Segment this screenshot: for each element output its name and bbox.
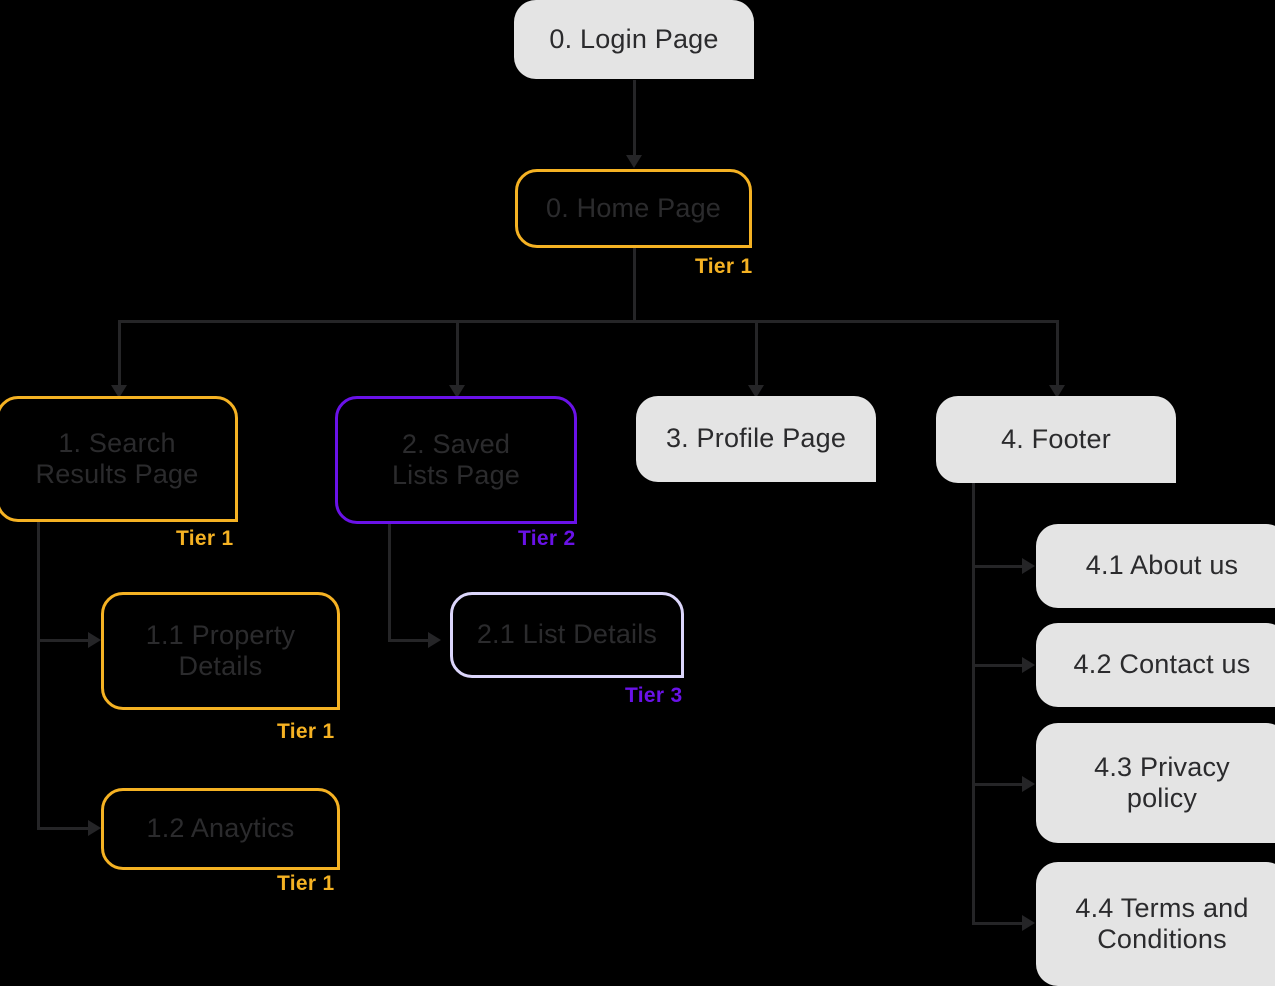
node-property-details[interactable]: 1.1 Property Details (101, 592, 340, 710)
tier-badge-saved-lists-page: Tier 2 (518, 527, 576, 550)
edge-bus-to-saved-lists (456, 320, 459, 388)
arrowhead-terms-conditions (1022, 915, 1035, 931)
tier-badge-property-details: Tier 1 (277, 720, 335, 743)
node-profile-page-label: 3. Profile Page (665, 423, 847, 454)
edge-bus-to-profile (755, 320, 758, 388)
node-about-us[interactable]: 4.1 About us (1036, 524, 1275, 608)
edge-footer-to-privacy-policy (972, 783, 1024, 786)
node-analytics-label: 1.2 Anaytics (146, 813, 295, 844)
edge-bus-to-footer (1056, 320, 1059, 388)
node-saved-lists-page[interactable]: 2. Saved Lists Page (335, 396, 577, 524)
node-privacy-policy[interactable]: 4.3 Privacy policy (1036, 723, 1275, 843)
node-footer[interactable]: 4. Footer (936, 396, 1176, 483)
arrowhead-list-details (428, 632, 441, 648)
arrowhead-search-results (111, 385, 127, 398)
arrowhead-privacy-policy (1022, 776, 1035, 792)
arrowhead-login-to-home (626, 155, 642, 168)
node-footer-label: 4. Footer (1001, 423, 1111, 454)
node-property-details-label: 1.1 Property Details (145, 619, 296, 681)
edge-footer-spine (972, 483, 975, 925)
node-contact-us[interactable]: 4.2 Contact us (1036, 623, 1275, 707)
edge-bus-to-search-results (118, 320, 121, 388)
edge-search-results-to-property-details (37, 639, 90, 642)
edge-footer-to-terms-conditions (972, 922, 1024, 925)
arrowhead-footer (1049, 385, 1065, 398)
node-login-page[interactable]: 0. Login Page (514, 0, 754, 79)
node-privacy-policy-label: 4.3 Privacy policy (1094, 751, 1230, 813)
node-home-page-label: 0. Home Page (546, 192, 721, 223)
node-saved-lists-page-label: 2. Saved Lists Page (391, 428, 521, 490)
tier-badge-search-results-page: Tier 1 (176, 527, 234, 550)
node-home-page[interactable]: 0. Home Page (515, 169, 752, 248)
arrowhead-analytics (88, 820, 101, 836)
edge-saved-lists-spine (388, 524, 391, 642)
edge-saved-lists-to-list-details (388, 639, 430, 642)
edge-footer-to-about-us (972, 565, 1024, 568)
edge-footer-to-contact-us (972, 664, 1024, 667)
node-list-details[interactable]: 2.1 List Details (450, 592, 684, 678)
edge-search-results-to-analytics (37, 827, 90, 830)
node-about-us-label: 4.1 About us (1085, 550, 1239, 581)
edge-home-to-bus (633, 248, 636, 322)
arrowhead-contact-us (1022, 657, 1035, 673)
node-analytics[interactable]: 1.2 Anaytics (101, 788, 340, 870)
node-search-results-page-label: 1. Search Results Page (35, 427, 199, 489)
edge-login-to-home (633, 80, 636, 158)
edge-bus-horizontal (118, 320, 1059, 323)
node-contact-us-label: 4.2 Contact us (1073, 649, 1251, 680)
tier-badge-list-details: Tier 3 (625, 684, 683, 707)
arrowhead-saved-lists (449, 385, 465, 398)
node-list-details-label: 2.1 List Details (476, 619, 658, 650)
arrowhead-property-details (88, 632, 101, 648)
tier-badge-home-page: Tier 1 (695, 255, 753, 278)
arrowhead-about-us (1022, 558, 1035, 574)
edge-search-results-spine (37, 522, 40, 830)
tier-badge-analytics: Tier 1 (277, 872, 335, 895)
node-profile-page[interactable]: 3. Profile Page (636, 396, 876, 482)
node-login-page-label: 0. Login Page (549, 23, 719, 54)
node-search-results-page[interactable]: 1. Search Results Page (0, 396, 238, 522)
node-terms-conditions[interactable]: 4.4 Terms and Conditions (1036, 862, 1275, 986)
arrowhead-profile (748, 385, 764, 398)
node-terms-conditions-label: 4.4 Terms and Conditions (1075, 892, 1249, 954)
